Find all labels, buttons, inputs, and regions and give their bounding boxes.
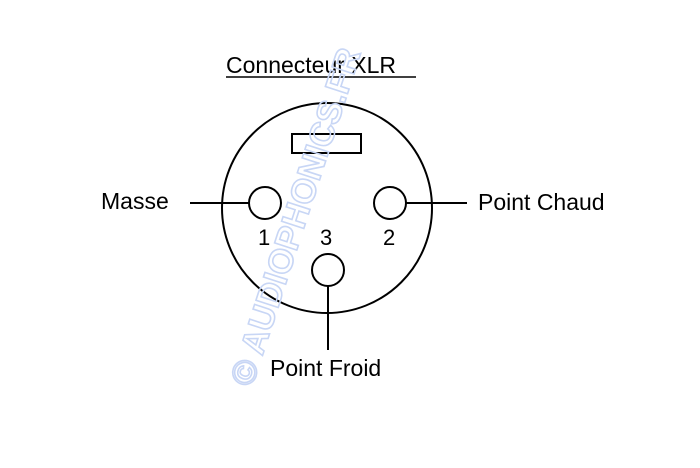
pin-number-3: 3 <box>320 225 332 250</box>
pin-number-2: 2 <box>383 225 395 250</box>
pin-2 <box>373 186 407 220</box>
pin-3 <box>311 253 345 287</box>
watermark-text: © AUDIOPHONICS.FR <box>223 44 368 391</box>
diagram-title: Connecteur XLR <box>226 52 396 78</box>
label-point-froid: Point Froid <box>270 355 381 381</box>
label-point-chaud: Point Chaud <box>478 189 605 215</box>
pin-number-1: 1 <box>258 225 270 250</box>
connector-key-slot <box>291 133 362 154</box>
label-masse: Masse <box>101 188 169 214</box>
